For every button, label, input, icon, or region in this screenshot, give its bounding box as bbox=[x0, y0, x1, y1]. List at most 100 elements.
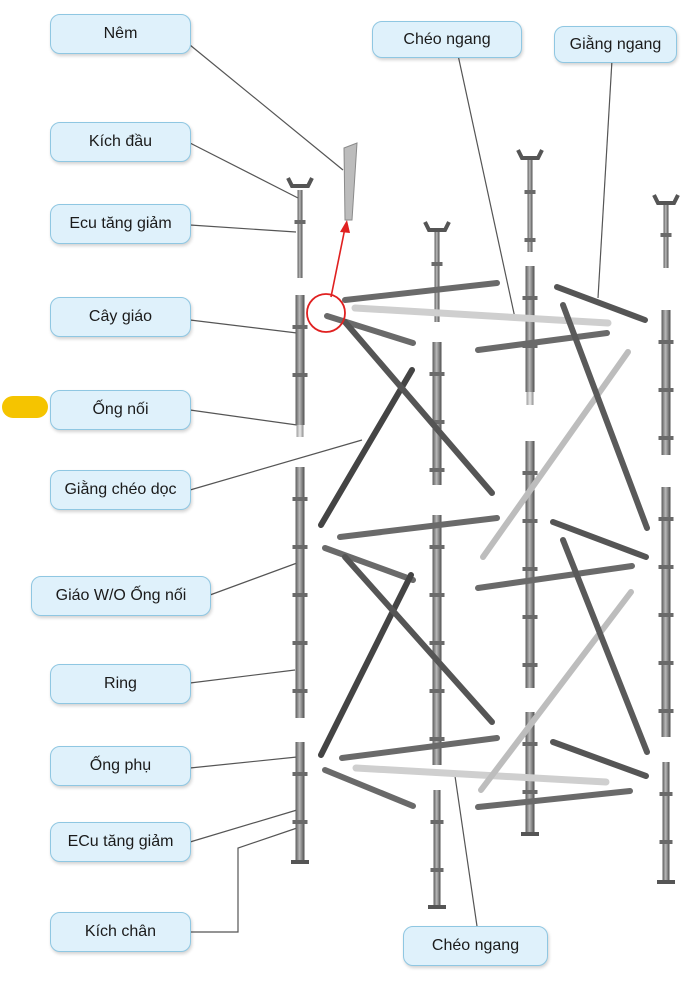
label-kich-dau: Kích đầu bbox=[50, 122, 191, 162]
post-ring bbox=[292, 545, 308, 549]
leader-lines bbox=[189, 44, 613, 934]
post-segment bbox=[525, 441, 535, 688]
post-segment bbox=[525, 266, 535, 392]
u-head-jack bbox=[423, 221, 451, 232]
leader-kich-dau bbox=[189, 142, 299, 199]
label-nem: Nêm bbox=[50, 14, 191, 54]
post-ring bbox=[294, 220, 306, 224]
wedge-part bbox=[343, 142, 358, 221]
diagonal-brace bbox=[318, 572, 414, 758]
label-cheo-ngang-top: Chéo ngang bbox=[372, 21, 522, 58]
u-head-jack bbox=[516, 149, 544, 160]
leader-giang-cheo-doc bbox=[189, 439, 363, 491]
post-ring bbox=[292, 325, 308, 329]
leader-kich-chan bbox=[190, 827, 298, 933]
post-ring bbox=[292, 772, 308, 776]
post-segment bbox=[433, 790, 441, 905]
label-ong-noi: Ống nối bbox=[50, 390, 191, 430]
label-giao-wo-ong-noi: Giáo W/O Ống nối bbox=[31, 576, 211, 616]
label-cheo-ngang-bottom: Chéo ngang bbox=[403, 926, 548, 966]
leader-giao-wo bbox=[209, 562, 298, 596]
post-segment bbox=[434, 232, 440, 322]
diagonal-brace bbox=[480, 349, 631, 560]
leader-ecu-tang-giam bbox=[189, 224, 297, 233]
ledger bbox=[475, 563, 635, 591]
post-ring bbox=[430, 868, 444, 872]
ledger bbox=[339, 735, 500, 761]
post-ring bbox=[429, 468, 445, 472]
post-ring bbox=[522, 471, 538, 475]
label-giang-ngang: Giằng ngang bbox=[554, 26, 677, 63]
highlight-circle bbox=[306, 293, 346, 333]
ledger bbox=[475, 330, 610, 353]
leader-ring bbox=[189, 669, 296, 684]
diagonal-brace bbox=[318, 367, 415, 528]
label-giang-cheo-doc: Giằng chéo dọc bbox=[50, 470, 191, 510]
post-segment bbox=[432, 342, 442, 485]
post-segment bbox=[297, 190, 303, 278]
leader-ong-phu bbox=[189, 756, 298, 769]
post-segment bbox=[527, 160, 533, 252]
label-ecu-tang-giam-2: ECu tăng giảm bbox=[50, 822, 191, 862]
post-ring bbox=[658, 517, 674, 521]
leader-nem bbox=[189, 44, 344, 171]
diagonal-brace bbox=[342, 319, 495, 496]
post-ring bbox=[430, 820, 444, 824]
label-ring: Ring bbox=[50, 664, 191, 704]
wedge-highlight bbox=[306, 220, 350, 333]
post-ring bbox=[429, 372, 445, 376]
post-ring bbox=[658, 661, 674, 665]
post-ring bbox=[660, 233, 672, 237]
post-ring bbox=[429, 641, 445, 645]
ledger bbox=[475, 788, 633, 810]
label-ecu-tang-giam: Ecu tăng giảm bbox=[50, 204, 191, 244]
post-ring bbox=[292, 373, 308, 377]
post-segment bbox=[526, 392, 534, 405]
diagonal-brace bbox=[342, 554, 495, 725]
ledger bbox=[322, 767, 416, 809]
diagonal-brace bbox=[560, 302, 650, 531]
post-ring bbox=[292, 820, 308, 824]
post-ring bbox=[522, 567, 538, 571]
post-ring bbox=[429, 689, 445, 693]
base-plate bbox=[657, 880, 675, 884]
highlight-arrow bbox=[330, 227, 346, 298]
post-ring bbox=[522, 519, 538, 523]
post-ring bbox=[658, 340, 674, 344]
post-ring bbox=[522, 296, 538, 300]
post-segment bbox=[295, 295, 305, 425]
ledger bbox=[550, 739, 649, 779]
post-ring bbox=[429, 420, 445, 424]
u-head-jack bbox=[286, 177, 314, 188]
diagonal-brace bbox=[478, 589, 634, 793]
post-segment bbox=[525, 712, 535, 832]
vertical-posts bbox=[286, 149, 680, 909]
post-segment bbox=[295, 742, 305, 860]
ledger bbox=[550, 519, 649, 560]
base-plate bbox=[521, 832, 539, 836]
post-ring bbox=[292, 689, 308, 693]
post-ring bbox=[431, 262, 443, 266]
arrow-head bbox=[340, 220, 350, 233]
post-ring bbox=[292, 593, 308, 597]
post-segment bbox=[295, 467, 305, 718]
post-ring bbox=[522, 663, 538, 667]
post-ring bbox=[658, 613, 674, 617]
post-ring bbox=[524, 190, 536, 194]
diagonal-brace bbox=[560, 537, 650, 755]
post-segment bbox=[661, 310, 671, 455]
post-ring bbox=[524, 238, 536, 242]
base-plate bbox=[428, 905, 446, 909]
highlight-marker bbox=[2, 396, 48, 418]
leader-ong-noi bbox=[189, 409, 298, 426]
post-ring bbox=[292, 497, 308, 501]
ledgers bbox=[322, 280, 649, 810]
diagonal-braces bbox=[318, 302, 650, 793]
post-ring bbox=[659, 840, 673, 844]
post-segment bbox=[662, 762, 670, 880]
post-ring bbox=[429, 545, 445, 549]
ledger bbox=[554, 284, 648, 323]
leader-cheo-ngang-bottom bbox=[454, 775, 479, 934]
